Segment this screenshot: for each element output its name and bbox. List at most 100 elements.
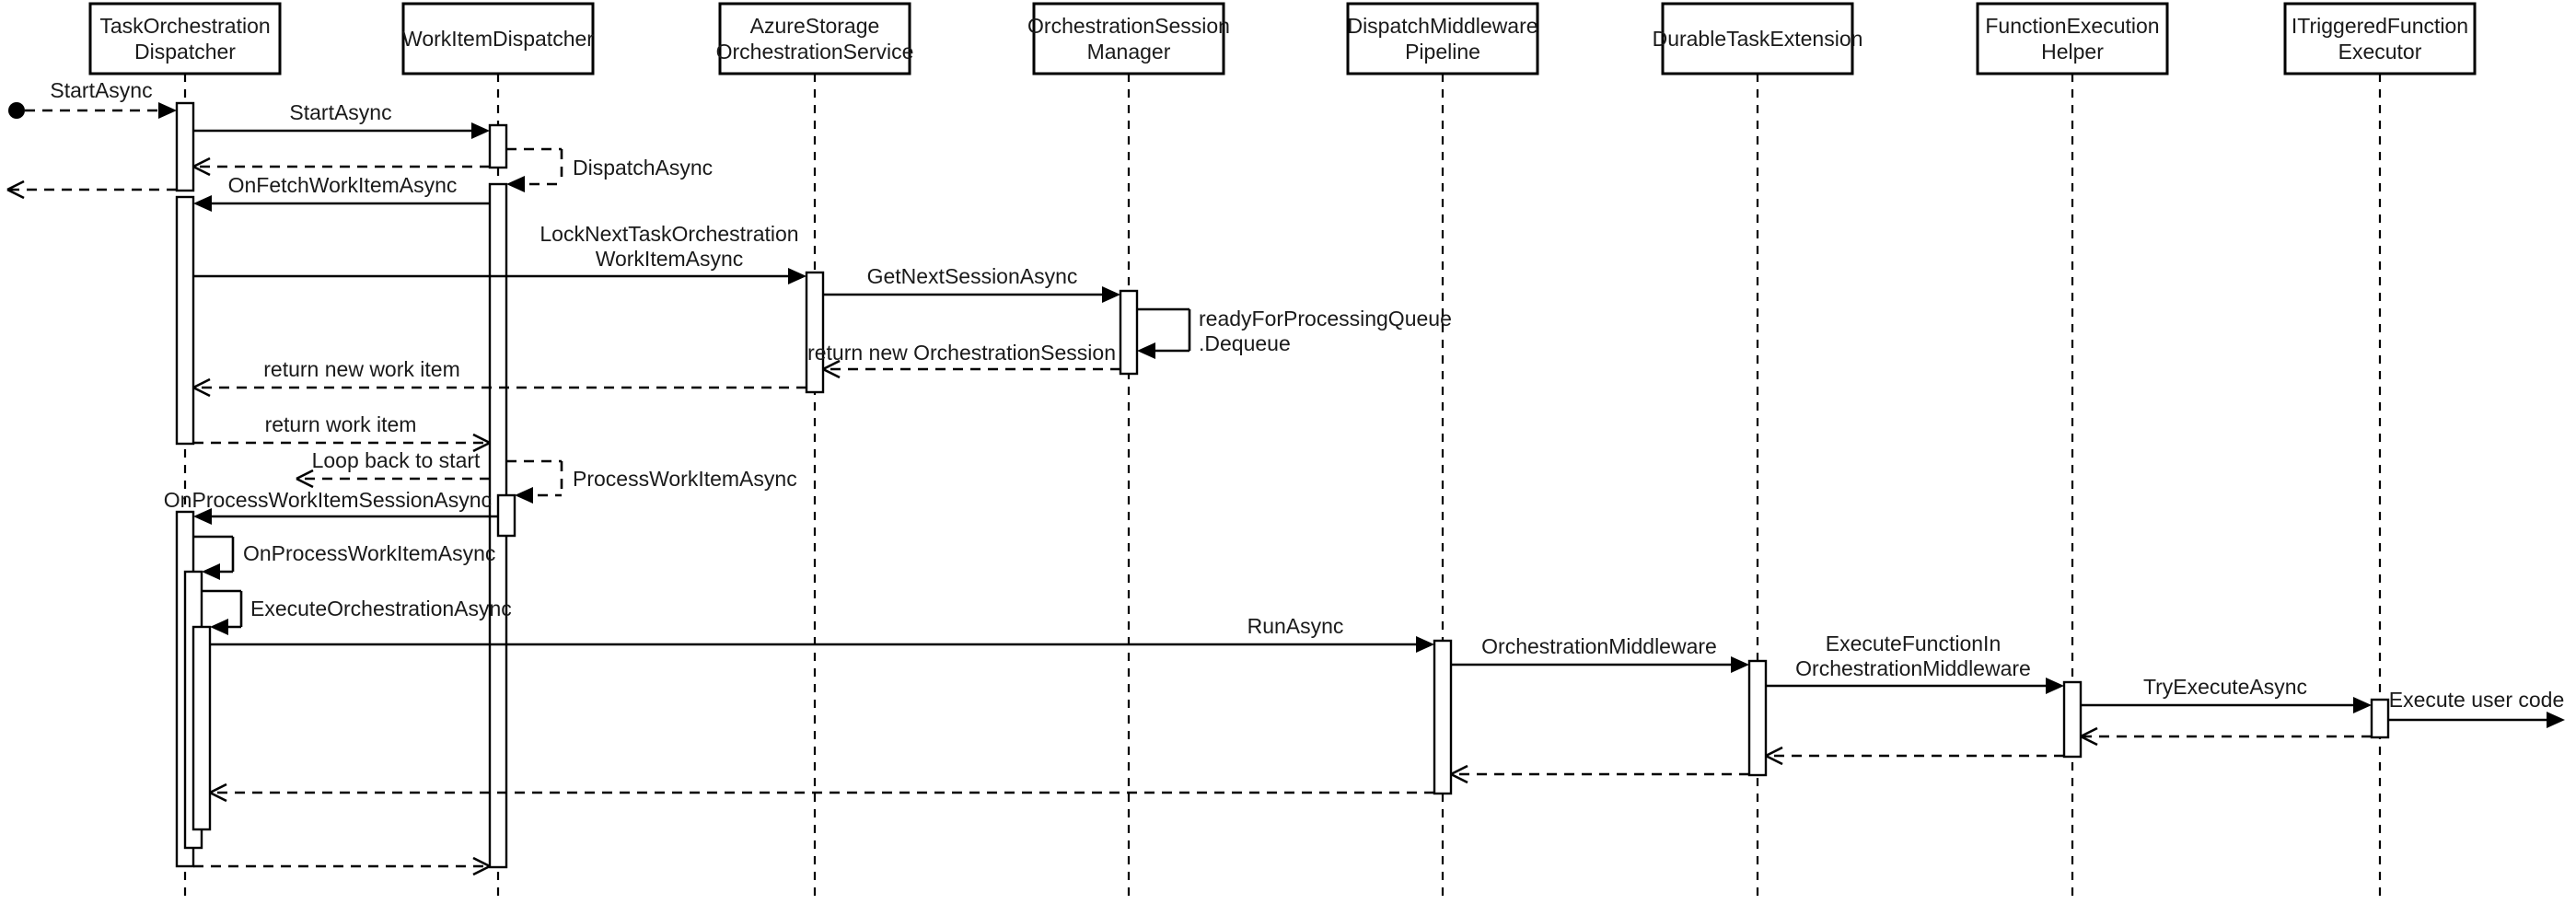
activation-tod-1 (175, 101, 195, 192)
arrowhead-open-stroke (472, 433, 491, 445)
participant-label: OrchestrationService (716, 40, 914, 64)
arrowhead-open-stroke (209, 791, 227, 803)
arrowhead-open-stroke (296, 477, 314, 489)
activation-dmp-1 (1433, 639, 1453, 795)
arrowhead-open-stroke (6, 180, 25, 191)
participant-label: FunctionExecution (1985, 14, 2159, 38)
arrowhead-open (192, 156, 211, 177)
arrowhead-open (6, 180, 25, 200)
msg-on-fetch-work-item-async-label: OnFetchWorkItemAsync (228, 173, 458, 197)
arrowhead-open (2080, 726, 2098, 747)
arrowhead-open-stroke (472, 441, 491, 453)
activation-osm-1 (1119, 289, 1139, 376)
self-execute-orchestration-async-label: ExecuteOrchestrationAsync (250, 597, 512, 620)
participant-label: Dispatcher (134, 40, 236, 64)
arrowhead-filled (2046, 678, 2064, 694)
activation-itfe-1 (2370, 698, 2390, 739)
arrowhead-filled (202, 563, 220, 580)
msg-return-new-work-item-label: return new work item (263, 357, 459, 381)
self-process-work-item-async-label: ProcessWorkItemAsync (573, 467, 797, 491)
msg-lock-next-task-orchestration-work-item-async-label: WorkItemAsync (596, 247, 744, 271)
arrowhead-open (1765, 746, 1783, 766)
participant-box-orchestration-session-manager (1032, 2, 1225, 75)
arrowhead-filled (515, 487, 533, 504)
activation-asos-1 (805, 271, 825, 394)
participant-box-task-orchestration-dispatcher (88, 2, 282, 75)
arrowhead-open-stroke (192, 386, 211, 398)
arrowhead-open-stroke (2080, 735, 2098, 747)
arrowhead-filled (1731, 656, 1749, 673)
participant-box-itriggered-function-executor (2283, 2, 2477, 75)
participant-label: WorkItemDispatcher (402, 27, 594, 51)
msg-lock-next-task-orchestration-work-item-async-label: LockNextTaskOrchestration (540, 222, 798, 246)
arrowhead-filled (1102, 286, 1120, 303)
arrowhead-filled (788, 268, 806, 284)
msg-run-async-label: RunAsync (1247, 614, 1344, 638)
participant-label: AzureStorage (750, 14, 880, 38)
self-on-process-work-item-async-label: OnProcessWorkItemAsync (243, 541, 495, 565)
arrowhead-filled (210, 619, 228, 635)
arrowhead-open (472, 433, 491, 453)
participant-label: ITriggeredFunction (2292, 14, 2468, 38)
activation-wid-1 (488, 123, 508, 169)
arrowhead-open-stroke (472, 856, 491, 868)
msg-get-next-session-async-label: GetNextSessionAsync (867, 264, 1078, 288)
participant-box-durable-task-extension (1661, 2, 1854, 75)
msg-execute-function-in-orchestration-middleware-label: ExecuteFunctionIn (1826, 632, 2002, 655)
arrowhead-filled (506, 176, 525, 192)
participant-box-function-execution-helper (1976, 2, 2169, 75)
activation-dte-1 (1747, 659, 1768, 777)
self-dispatch-async-label: DispatchAsync (573, 156, 713, 180)
arrowhead-filled (193, 508, 212, 525)
arrowhead-open-stroke (1765, 754, 1783, 766)
arrowhead-open-stroke (6, 188, 25, 200)
arrowhead-open (296, 469, 314, 489)
arrowhead-open-stroke (1765, 746, 1783, 758)
arrowhead-filled (2547, 712, 2565, 728)
participant-label: TaskOrchestration (99, 14, 270, 38)
activation-wid-3 (496, 493, 516, 538)
arrowhead-open (472, 856, 491, 876)
activation-tod-2 (175, 195, 195, 446)
arrowhead-open-stroke (2080, 726, 2098, 738)
msg-execute-function-in-orchestration-middleware-label: OrchestrationMiddleware (1795, 656, 2031, 680)
arrowhead-filled (1416, 636, 1434, 653)
arrowhead-open (822, 359, 841, 379)
participant-box-dispatch-middleware-pipeline (1346, 2, 1539, 75)
activation-feh-1 (2062, 680, 2083, 759)
start-dot (8, 102, 25, 119)
participant-label: Pipeline (1405, 40, 1480, 64)
self-ready-for-processing-queue-dequeue-label: .Dequeue (1199, 331, 1291, 355)
participant-box-work-item-dispatcher (401, 2, 595, 75)
arrowhead-filled (471, 122, 490, 139)
participant-label: OrchestrationSession (1027, 14, 1230, 38)
msg-on-process-work-item-session-async-label: OnProcessWorkItemSessionAsync (164, 488, 492, 512)
arrowhead-filled (193, 195, 212, 212)
participant-label: Manager (1087, 40, 1171, 64)
participant-label: Executor (2338, 40, 2422, 64)
arrowhead-open (192, 377, 211, 398)
arrowhead-open-stroke (296, 469, 314, 481)
participant-label: DurableTaskExtension (1653, 27, 1863, 51)
arrowhead-open (209, 782, 227, 803)
activation-tod-5 (191, 625, 212, 831)
msg-start-async-label: StartAsync (289, 100, 391, 124)
msg-return-new-orchestration-session-label: return new OrchestrationSession (807, 341, 1116, 365)
arrowhead-open-stroke (192, 165, 211, 177)
arrowhead-filled (1137, 342, 1155, 359)
msg-return-work-item-label: return work item (265, 412, 417, 436)
arrowhead-open-stroke (822, 367, 841, 379)
arrowhead-open-stroke (472, 864, 491, 876)
msg-try-execute-async-label: TryExecuteAsync (2143, 675, 2307, 699)
participant-label: Helper (2041, 40, 2104, 64)
participant-label: DispatchMiddleware (1347, 14, 1537, 38)
arrowhead-open-stroke (1450, 772, 1468, 784)
arrowhead-filled (2353, 697, 2372, 713)
arrowhead-open-stroke (192, 377, 211, 389)
msg-loop-back-to-start-label: Loop back to start (312, 448, 481, 472)
msg-orchestration-middleware-label: OrchestrationMiddleware (1481, 634, 1717, 658)
arrowhead-filled (158, 102, 177, 119)
arrowhead-open-stroke (1450, 764, 1468, 776)
self-ready-for-processing-queue-dequeue-label: readyForProcessingQueue (1199, 307, 1452, 330)
